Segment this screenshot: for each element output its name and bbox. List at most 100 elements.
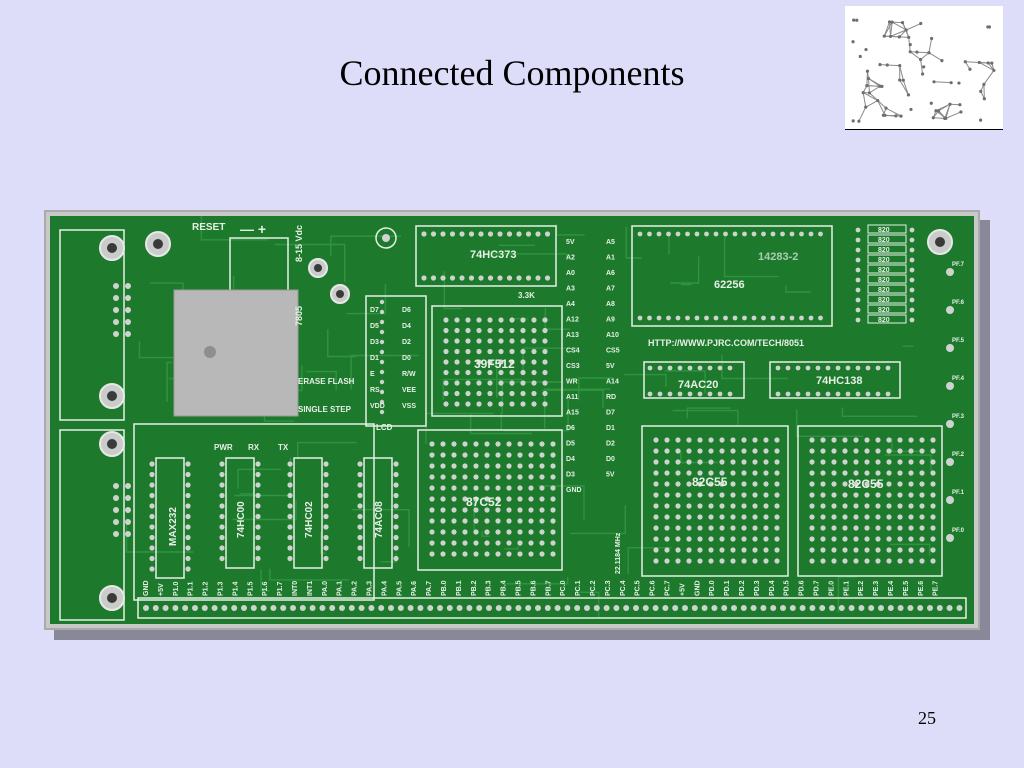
pad: [686, 547, 692, 553]
bottom-pin-label: PC.7: [665, 580, 672, 596]
pad: [858, 605, 865, 611]
pad: [662, 605, 669, 611]
potentiometer: [375, 227, 397, 249]
pad: [853, 536, 859, 542]
pad: [717, 391, 723, 397]
pad: [664, 437, 670, 443]
pad: [443, 348, 449, 355]
pad: [357, 461, 363, 467]
pad: [539, 529, 545, 535]
pad: [719, 525, 725, 531]
pad: [456, 605, 463, 611]
bottom-pin-label: PC.6: [650, 580, 657, 596]
pad: [451, 474, 457, 480]
pad: [443, 359, 449, 365]
pad: [741, 492, 747, 498]
serial-section-outline: [133, 423, 375, 601]
pad: [697, 492, 703, 498]
pad: [687, 365, 693, 371]
pad: [713, 315, 719, 321]
graph-node: [894, 114, 898, 118]
pad: [319, 605, 326, 611]
graph-edge: [949, 103, 960, 106]
bottom-pin-label: PC.4: [620, 580, 627, 596]
resistor-outline: [867, 284, 907, 294]
pad: [462, 529, 468, 535]
pad: [875, 514, 881, 520]
side-pin-label: PF.6: [952, 300, 965, 306]
lcd-pin-label: D2: [402, 339, 411, 346]
pad: [897, 492, 903, 498]
pad: [708, 536, 714, 542]
pad: [842, 470, 848, 476]
pad: [763, 470, 769, 476]
pad: [430, 275, 437, 281]
graph-node: [982, 97, 986, 101]
pad: [484, 540, 490, 546]
graph-node: [986, 25, 990, 29]
pad: [708, 459, 714, 465]
pad: [528, 452, 534, 458]
pad: [172, 605, 179, 611]
lcd-pin-label: VSS: [402, 403, 416, 410]
pad: [219, 513, 225, 520]
pad: [908, 525, 914, 531]
pad: [652, 605, 659, 611]
pad: [664, 536, 670, 542]
pad: [864, 448, 870, 454]
pad: [677, 365, 683, 371]
trace: [351, 509, 410, 548]
chip-outline-max232: [155, 457, 185, 579]
pad: [780, 315, 785, 321]
pad: [799, 605, 806, 611]
pad: [887, 605, 894, 611]
pad: [465, 380, 471, 386]
pad: [539, 485, 545, 491]
pad: [701, 605, 708, 611]
pad: [517, 485, 523, 491]
pad: [704, 315, 709, 321]
pad: [539, 518, 545, 524]
pad: [742, 315, 747, 321]
pad: [440, 551, 446, 557]
pad: [528, 463, 534, 469]
pad: [421, 275, 427, 281]
pad: [462, 551, 468, 557]
graph-node: [943, 116, 947, 120]
pad: [805, 365, 811, 371]
pad: [323, 492, 329, 499]
pad: [707, 391, 713, 397]
pad: [323, 471, 329, 478]
resistor-outline: [867, 254, 907, 264]
pad: [708, 525, 714, 531]
pad: [809, 514, 815, 520]
bottom-pin-label: PD.6: [799, 580, 806, 596]
resistor-outline: [867, 314, 907, 324]
pad: [495, 529, 501, 535]
pad: [149, 524, 155, 530]
pad: [697, 547, 703, 553]
pad: [664, 525, 670, 531]
pad: [451, 452, 457, 458]
pad: [708, 514, 714, 520]
pad: [473, 518, 479, 524]
pad: [443, 380, 449, 386]
pad: [476, 390, 482, 397]
pad: [732, 315, 738, 321]
graph-edge: [979, 62, 995, 71]
pad: [241, 605, 247, 611]
pad: [727, 365, 733, 371]
pad: [454, 348, 460, 355]
trace: [490, 364, 498, 398]
pad: [946, 344, 954, 352]
pad: [770, 605, 777, 611]
graph-node: [882, 34, 886, 38]
pad: [542, 369, 548, 376]
pad: [550, 551, 556, 557]
pad: [517, 463, 523, 469]
resistor-label: 820: [878, 287, 890, 294]
resistor-outline: [867, 274, 907, 284]
graph-node: [866, 76, 871, 81]
address-pin-label: A2: [566, 255, 575, 262]
pad: [751, 315, 757, 321]
